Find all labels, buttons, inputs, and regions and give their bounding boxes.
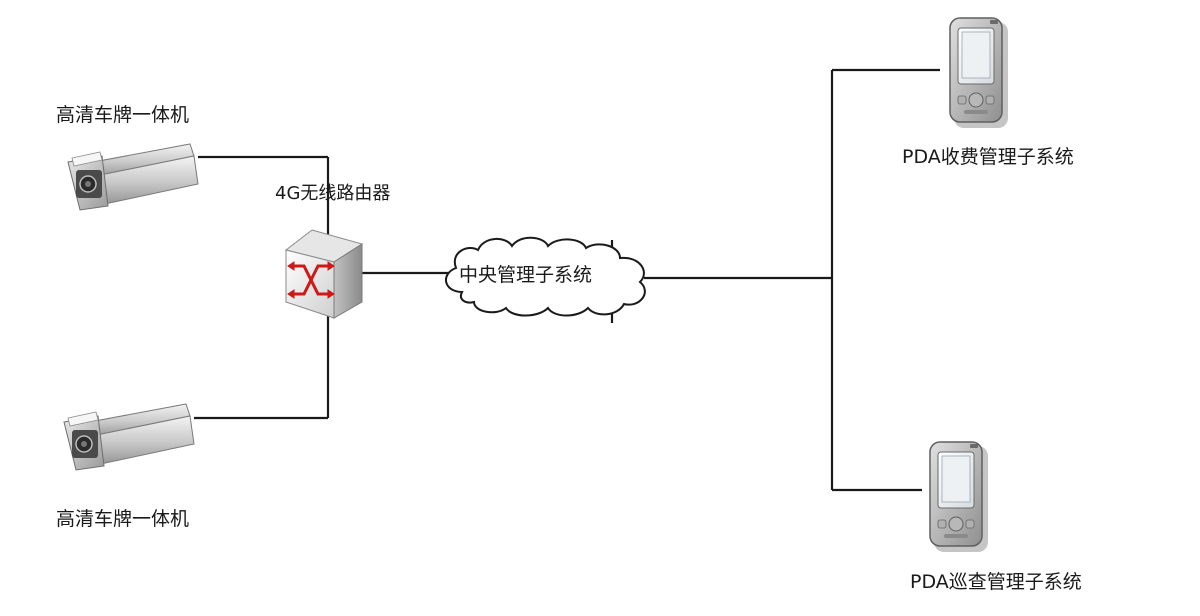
connection-lines bbox=[194, 68, 940, 492]
pda-icon bbox=[929, 441, 988, 552]
camera-icon bbox=[63, 403, 195, 471]
pda-patrol-label: PDA巡查管理子系统 bbox=[910, 571, 1082, 593]
camera-top-label: 高清车牌一体机 bbox=[56, 104, 190, 126]
router-icon bbox=[284, 229, 364, 319]
router-label: 4G无线路由器 bbox=[275, 183, 391, 204]
pda-fee-label: PDA收费管理子系统 bbox=[902, 146, 1074, 168]
camera-icon bbox=[67, 143, 199, 211]
central-system-label: 中央管理子系统 bbox=[459, 264, 593, 286]
camera-bottom-label: 高清车牌一体机 bbox=[56, 508, 190, 530]
pda-icon bbox=[949, 17, 1008, 128]
cloud-icon bbox=[445, 236, 646, 317]
